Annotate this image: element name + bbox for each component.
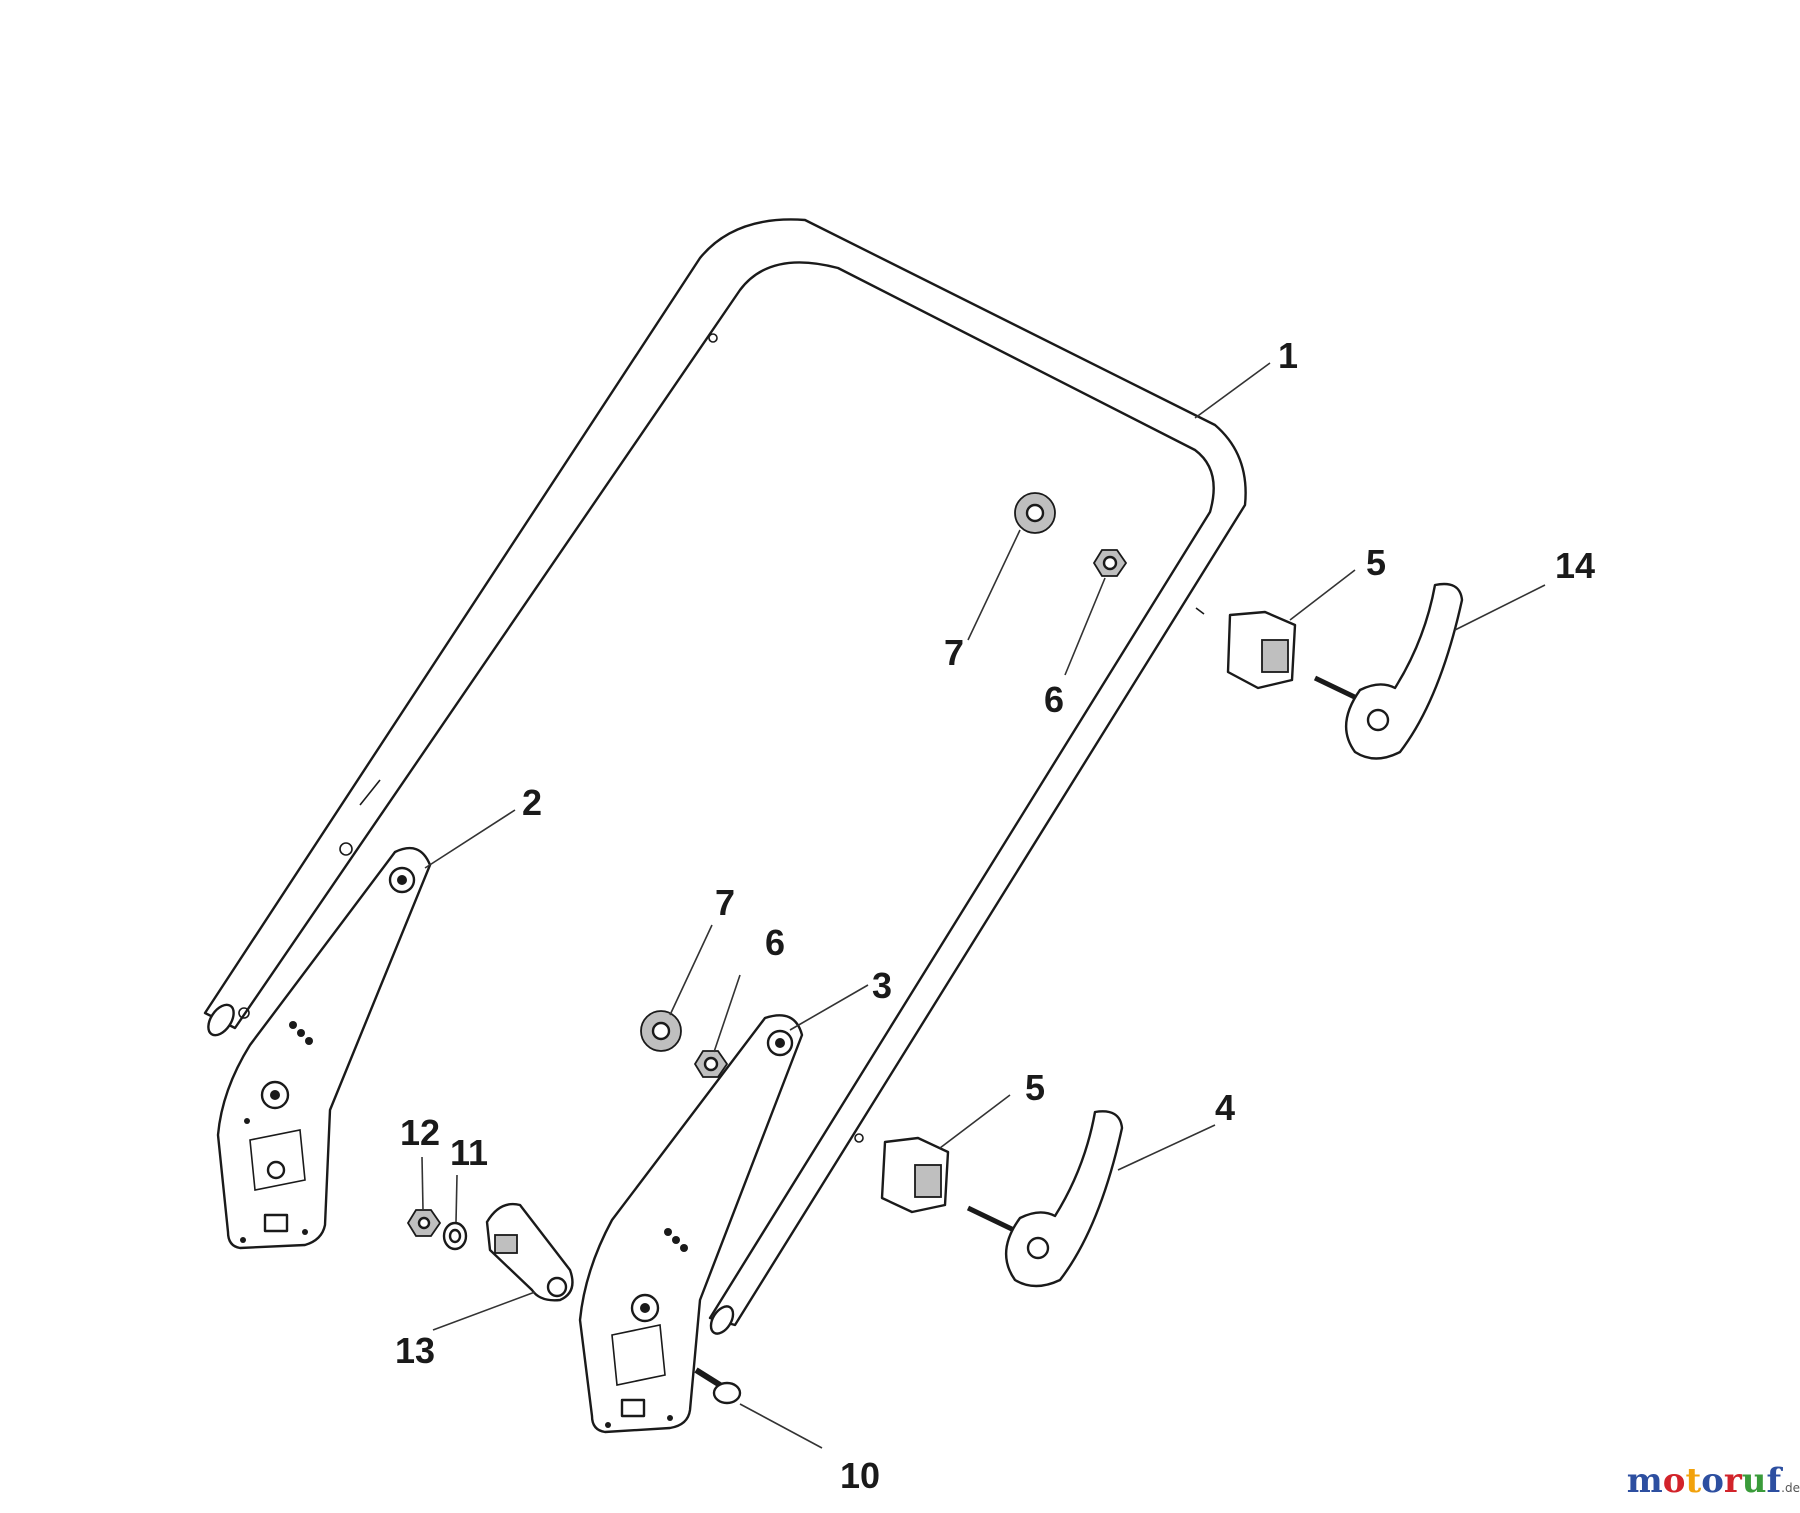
label-part-6-lower: 6 [765,922,785,963]
label-part-4: 4 [1215,1087,1235,1128]
label-part-7-upper: 7 [944,632,964,673]
screw [694,1367,742,1405]
label-part-7-lower: 7 [715,882,735,923]
label-part-6-upper: 6 [1044,679,1064,720]
watermark-letter: o [1701,1461,1724,1501]
left-bracket [216,847,432,1250]
watermark-logo: motoruf.de [1627,1461,1800,1501]
label-part-13: 13 [395,1330,435,1371]
watermark-letter: m [1626,1461,1663,1501]
label-part-11: 11 [450,1132,488,1173]
label-part-5-upper: 5 [1366,542,1386,583]
watermark-letter: f [1766,1461,1782,1501]
label-part-12: 12 [400,1112,440,1153]
watermark-suffix: .de [1781,1481,1800,1495]
leader-lines [421,362,1546,1449]
cam-lever-lower [966,1110,1124,1288]
handle-bar [203,218,1247,1335]
label-part-1: 1 [1278,335,1298,376]
washer [442,1221,468,1251]
hex-nut-lower [693,1050,729,1078]
star-nut-upper [1014,492,1056,534]
right-bracket [578,1014,804,1434]
clamp-link [485,1202,574,1302]
watermark-letter: t [1685,1461,1702,1501]
label-part-10: 10 [840,1455,880,1496]
hex-nut-small [406,1209,442,1237]
label-part-3: 3 [872,965,892,1006]
clamp-block-upper [1226,610,1297,690]
star-nut-lower [640,1010,682,1052]
watermark-letter: o [1662,1461,1686,1501]
cam-lever-upper [1313,582,1464,760]
part-labels: 1 2 3 4 5 5 14 6 6 7 7 10 11 12 13 [395,335,1595,1496]
watermark-letter: r [1723,1461,1742,1501]
label-part-14: 14 [1555,545,1595,586]
watermark-letter: u [1741,1461,1767,1501]
clamp-block-lower [880,1136,950,1214]
hex-nut-upper [1092,549,1128,577]
label-part-5-lower: 5 [1025,1067,1045,1108]
label-part-2: 2 [522,782,542,823]
